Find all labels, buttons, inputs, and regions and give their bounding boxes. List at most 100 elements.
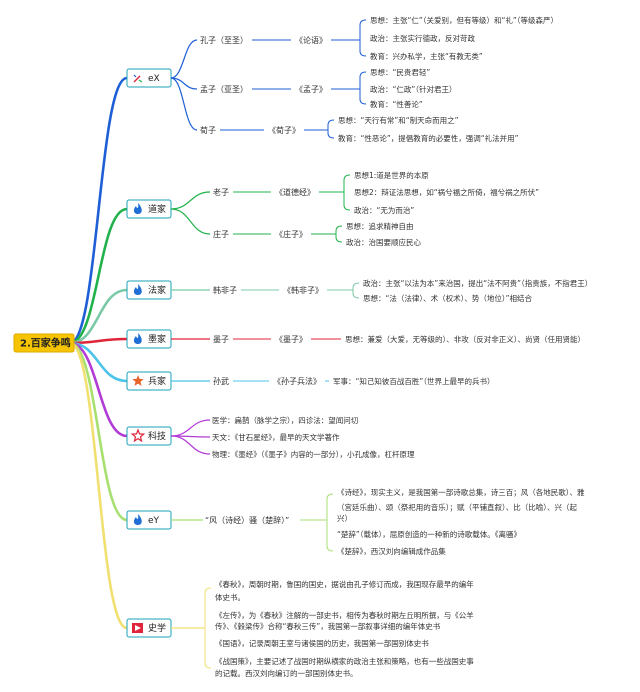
branch-node-fajia[interactable]: 法家 xyxy=(126,280,172,300)
connector-line xyxy=(170,208,211,235)
wenxue-item: 《诗经》，现实主义，是我国第一部诗歌总集，诗三百；风（各地民歌）、雅 xyxy=(337,487,585,497)
bracket-line xyxy=(359,71,367,105)
connector-line xyxy=(69,288,128,345)
keji-item: 物理：《墨经》（《墨子》内容的一部分），小孔成像，杠杆原理 xyxy=(212,449,415,459)
detail-item: 政治：治国要顺应民心 xyxy=(346,237,421,247)
book-title: 《庄子》 xyxy=(275,229,307,239)
flame-icon xyxy=(133,333,142,344)
wenxue-item: 《楚辞》，西汉刘向编辑成作品集 xyxy=(337,546,446,556)
connector-line xyxy=(69,341,128,438)
branch-label: eX xyxy=(148,74,160,84)
book-title: 《孙子兵法》 xyxy=(273,376,321,386)
connector-line xyxy=(69,207,128,345)
book-title: 《论语》 xyxy=(295,35,327,45)
branch-label: 科技 xyxy=(148,430,166,442)
detail-item: 思想：主张“仁”（关爱别，但有等级）和“礼”（等级森严） xyxy=(370,15,558,25)
bracket-line xyxy=(335,225,343,243)
connector-line xyxy=(170,39,198,79)
detail-item: 政治：“仁政”（针对君王） xyxy=(370,84,457,94)
branch-label: 史学 xyxy=(148,622,166,634)
flame-icon xyxy=(133,284,142,295)
shixue-item: 的记载。西汉刘向编订的一部国别体史书。 xyxy=(215,668,358,678)
shixue-item: 《春秋》，周朝时期，鲁国的国史，据说由孔子修订而成，我国现存最早的编年 xyxy=(215,579,474,589)
connector-line xyxy=(69,341,128,522)
detail-item: 思想：“民贵君轻” xyxy=(370,67,430,77)
root-box xyxy=(13,333,75,353)
sparkle-stroke xyxy=(138,79,143,83)
book-title: 《韩非子》 xyxy=(283,285,323,295)
person-name: 庄子 xyxy=(213,229,229,239)
detail-item: 思想：追求精神自由 xyxy=(346,221,414,231)
book-title: 《道德经》 xyxy=(275,187,315,197)
branch-label: 法家 xyxy=(148,284,166,296)
wenxue-item: （宫廷乐曲）、颂（祭祀用的音乐）；赋（平铺直叙）、比（比喻）、兴（起 xyxy=(337,502,577,512)
book-title: 《孟子》 xyxy=(295,84,327,94)
shixue-item: 《战国策》，主要记述了战国时期纵横家的政治主张和策略，也有一些战国史事 xyxy=(215,656,474,666)
person-name: 老子 xyxy=(213,187,229,197)
shixue-item: 《左传》，为《春秋》注解的一部史书，相传为春秋时期左丘明所撰，与《公羊 xyxy=(215,610,474,620)
branch-node-wenxue[interactable]: eY xyxy=(126,510,172,530)
branch-node-bingjia[interactable]: 兵家 xyxy=(126,371,172,391)
person-name: 孟子（亚圣） xyxy=(200,84,248,94)
branch-label: 墨家 xyxy=(148,333,166,345)
detail-item: 政治：“无为而治” xyxy=(354,205,414,215)
detail-item: 思想1:道是世界的本原 xyxy=(354,170,429,180)
connector-line xyxy=(170,191,211,210)
sparkle-icon xyxy=(133,74,143,83)
shixue-item: 体史书。 xyxy=(215,592,245,602)
person-name: 荀子 xyxy=(200,125,216,135)
detail-item: 教育：兴办私学，主张“有教无类” xyxy=(370,51,483,61)
branch-node-daojia[interactable]: 道家 xyxy=(126,199,172,219)
wenxue-item: 兴） xyxy=(337,514,352,523)
person-name: 墨子 xyxy=(213,335,229,344)
branch-label: 兵家 xyxy=(148,375,166,387)
detail-item: 思想：兼爱（大爱，无等级的）、非攻（反对非正义）、尚贤（任用贤能） xyxy=(345,334,585,344)
connector-line xyxy=(170,419,211,437)
branch-node-rujia[interactable]: eX xyxy=(126,68,172,88)
detail-item: 思想2：辩证法思想，如“祸兮福之所倚，福兮祸之所伏” xyxy=(354,187,539,197)
person-name: 孔子（至圣） xyxy=(200,36,248,45)
connector-line xyxy=(69,341,128,630)
branch-label: eY xyxy=(148,516,160,526)
bracket-line xyxy=(352,282,360,299)
flag-mark xyxy=(135,625,141,631)
star-outline-icon xyxy=(130,428,146,443)
root-label: 2.百家争鸣 xyxy=(20,337,71,350)
connector-line xyxy=(69,76,128,345)
bracket-line xyxy=(327,119,335,139)
star-filled-icon xyxy=(132,375,144,386)
bracket-line xyxy=(343,174,351,211)
detail-item: 思想：“法（法律）、术（权术）、势（地位）”相结合 xyxy=(363,293,533,303)
person-name: 韩非子 xyxy=(213,285,237,295)
book-title: 《墨子》 xyxy=(275,335,307,344)
detail-item: 教育：“性恶论”，提倡教育的必要性，强调“礼法并用” xyxy=(338,133,519,143)
branch-node-keji[interactable]: 科技 xyxy=(126,426,172,446)
bracket-line xyxy=(204,587,212,669)
connector-line xyxy=(170,77,198,131)
sparkle-stroke xyxy=(133,74,137,78)
shixue-item: 《国语》，记录周朝王室与诸侯国的历史，我国第一部国别体史书 xyxy=(215,638,429,648)
branch-label: 道家 xyxy=(148,203,166,215)
wenxue-subtitle: “风（诗经）骚（楚辞）” xyxy=(205,515,289,525)
flame-icon xyxy=(133,203,142,214)
branch-node-shixue[interactable]: 史学 xyxy=(126,618,172,638)
sparkle-stroke xyxy=(133,75,141,83)
detail-item: 军事：“知己知彼百战百胜”（世界上最早的兵书） xyxy=(333,376,495,386)
detail-item: 思想：“天行有常”和“制天命而用之” xyxy=(338,115,459,125)
bracket-line xyxy=(359,19,367,57)
branch-node-mojia[interactable]: 墨家 xyxy=(126,329,172,349)
flame-icon xyxy=(133,514,142,525)
bracket-line xyxy=(326,493,334,552)
wenxue-item: “楚辞”（载体），屈原创造的一种新的诗歌载体。《离骚》 xyxy=(337,529,521,539)
keji-item: 医学：扁鹊（脉学之宗），四诊法：望闻问切 xyxy=(212,415,359,425)
connector-line xyxy=(170,435,211,455)
root-node[interactable]: 2.百家争鸣 xyxy=(13,333,75,353)
book-title: 《荀子》 xyxy=(268,125,300,135)
connector-line xyxy=(69,341,128,383)
detail-item: 政治：主张“以法为本”来治国，提出“法不阿贵”（指贵族，不指君王） xyxy=(363,278,592,288)
keji-item: 天文：《甘石星经》，最早的天文学著作 xyxy=(212,432,340,442)
detail-item: 教育：“性善论” xyxy=(370,99,423,109)
detail-item: 政治：主张实行德政，反对苛政 xyxy=(370,33,475,43)
person-name: 孙武 xyxy=(213,376,229,386)
